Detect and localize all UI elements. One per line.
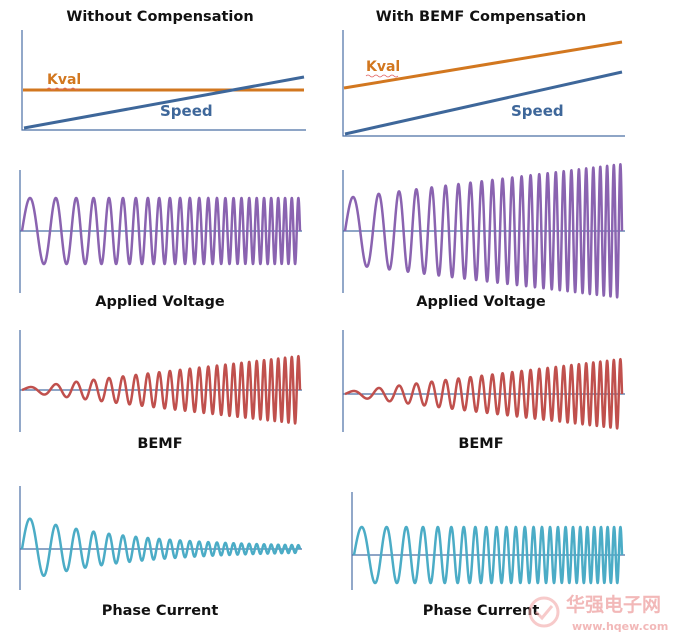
watermark-logo-icon bbox=[528, 596, 560, 628]
bemf-panel-left: BEMF bbox=[19, 330, 302, 452]
phase-current-label-left: Phase Current bbox=[102, 603, 219, 619]
applied-voltage-panel-right: Applied Voltage bbox=[342, 163, 625, 310]
spellcheck-underline-left bbox=[46, 87, 80, 91]
bemf-panel-right: BEMF bbox=[342, 330, 625, 452]
speed-label-right: Speed bbox=[511, 102, 564, 120]
title-without-compensation: Without Compensation bbox=[66, 9, 253, 25]
watermark-url: www.hqew.com bbox=[572, 620, 668, 633]
bemf-wave-right bbox=[343, 358, 624, 430]
applied-voltage-wave-left bbox=[20, 196, 302, 266]
spellcheck-underline-right bbox=[365, 74, 399, 78]
phase-current-wave-right bbox=[352, 525, 624, 585]
applied-voltage-panel-left: Applied Voltage bbox=[19, 170, 302, 310]
speed-line-right bbox=[344, 70, 623, 136]
phase-current-panel-left: Phase Current bbox=[19, 486, 302, 619]
title-with-bemf-compensation: With BEMF Compensation bbox=[376, 9, 586, 25]
speed-label-left: Speed bbox=[160, 102, 213, 120]
axes-kval-speed-right bbox=[342, 30, 625, 137]
applied-voltage-label-right: Applied Voltage bbox=[416, 294, 546, 310]
watermark-name: 华强电子网 bbox=[566, 593, 661, 616]
watermark: 华强电子网 www.hqew.com bbox=[528, 593, 668, 633]
speed-line-left bbox=[23, 75, 305, 130]
phase-current-wave-left bbox=[20, 517, 302, 578]
phase-current-panel-right: Phase Current bbox=[351, 492, 625, 619]
kval-line-right bbox=[343, 40, 623, 90]
bemf-label-left: BEMF bbox=[137, 436, 182, 452]
kval-speed-panel-right: Kval Speed bbox=[342, 30, 625, 137]
axes-kval-speed-left bbox=[21, 30, 306, 131]
applied-voltage-label-left: Applied Voltage bbox=[95, 294, 225, 310]
bemf-wave-left bbox=[20, 354, 302, 425]
phase-current-label-right: Phase Current bbox=[423, 603, 540, 619]
applied-voltage-wave-right bbox=[343, 163, 624, 299]
bemf-label-right: BEMF bbox=[458, 436, 503, 452]
kval-label-left: Kval bbox=[47, 72, 81, 88]
kval-label-right: Kval bbox=[366, 59, 400, 75]
kval-speed-panel-left: Kval Speed bbox=[21, 30, 306, 131]
